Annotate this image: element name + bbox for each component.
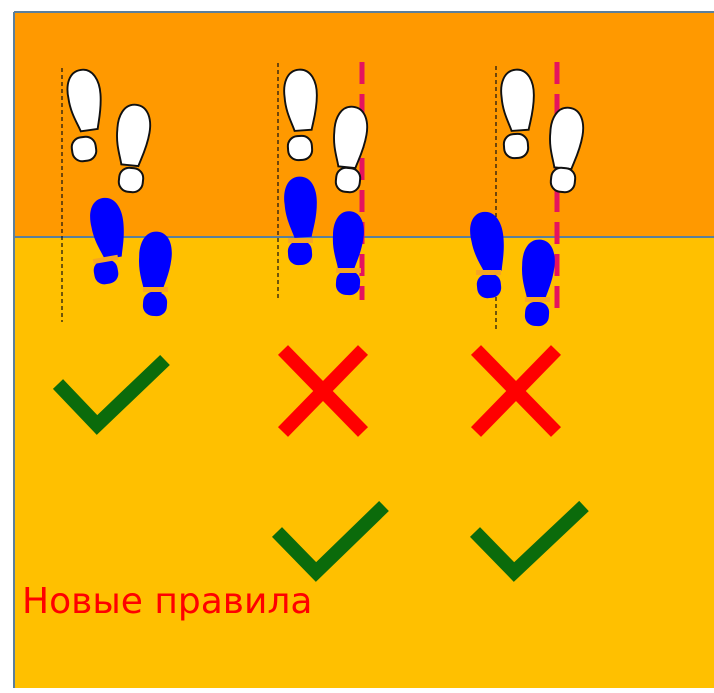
scenario-3-footprints <box>466 62 587 330</box>
front-right-footprint <box>136 230 174 317</box>
scenario-2-footprints <box>277 62 371 300</box>
check-icon <box>469 500 589 582</box>
new-rules-caption: Новые правила <box>22 581 313 622</box>
lower-zone <box>14 237 714 688</box>
front-left-footprint <box>86 195 130 286</box>
check-icon <box>271 500 389 582</box>
scenario-1-footprints <box>61 66 174 322</box>
front-right-footprint <box>330 210 366 296</box>
front-left-footprint <box>282 175 320 266</box>
cross-icon <box>277 345 369 437</box>
front-right-footprint <box>519 238 557 327</box>
cross-icon <box>470 345 562 437</box>
check-icon <box>52 354 170 435</box>
front-left-footprint <box>466 209 510 300</box>
